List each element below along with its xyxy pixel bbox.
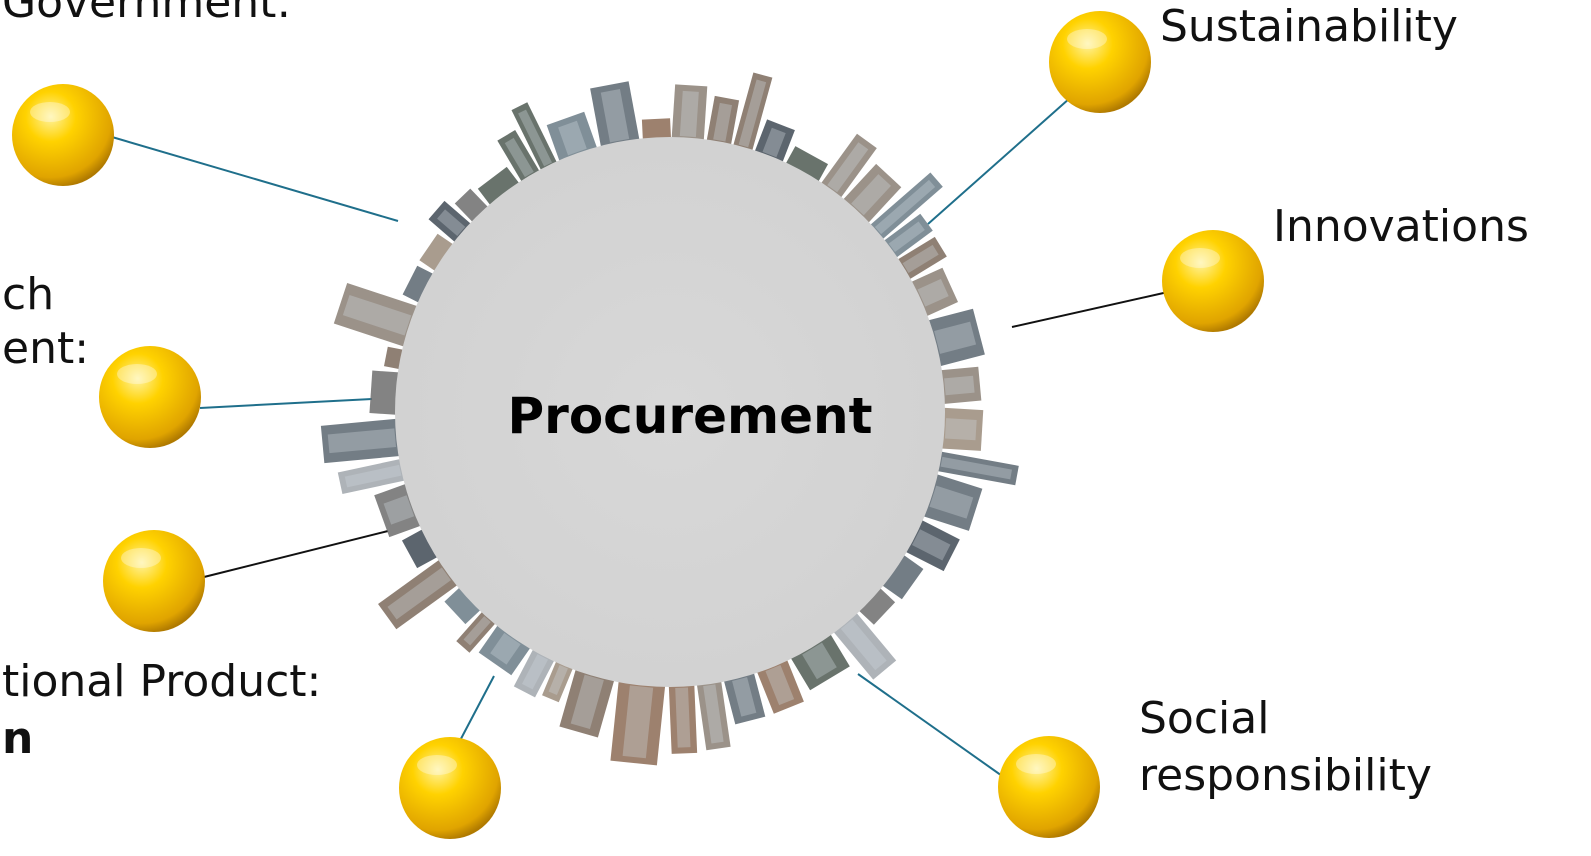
procurement-hub <box>395 137 945 687</box>
sphere-research[interactable] <box>99 346 201 448</box>
skyline-window <box>383 495 415 525</box>
label-national-line2: n <box>2 713 34 764</box>
skyline-window <box>490 632 521 665</box>
label-sustainability: Sustainability <box>1160 1 1458 52</box>
skyline-building <box>477 166 527 215</box>
sphere-innovations[interactable] <box>1162 230 1264 332</box>
sphere-sustainability[interactable] <box>1049 11 1151 113</box>
label-research-line1: ch <box>2 269 55 320</box>
skyline-window <box>387 567 451 620</box>
skyline-window <box>713 102 733 142</box>
hub-title: Procurement <box>507 387 873 445</box>
skyline-window <box>765 665 795 706</box>
skyline-window <box>917 278 949 307</box>
skyline-window <box>902 244 939 274</box>
node-spheres <box>12 11 1264 839</box>
skyline-building <box>925 449 1019 486</box>
skyline-window <box>344 464 402 488</box>
label-innovations: Innovations <box>1273 201 1529 252</box>
skyline-window <box>888 221 925 253</box>
skyline-window <box>675 687 691 748</box>
skyline-window <box>802 642 837 680</box>
label-social-line1: Social <box>1139 693 1270 744</box>
skyline-building <box>320 417 411 464</box>
skyline-window <box>463 616 491 646</box>
skyline-building <box>333 282 428 351</box>
skyline-building <box>378 552 467 630</box>
skyline-window <box>874 179 936 235</box>
sphere-government[interactable] <box>12 84 114 186</box>
skyline-window <box>762 127 786 158</box>
skyline-window <box>504 137 534 178</box>
skyline-window <box>548 665 568 695</box>
skyline-window <box>437 209 466 237</box>
skyline-window <box>521 654 549 690</box>
connector-national-product <box>203 530 389 578</box>
skyline-window <box>827 142 869 193</box>
connector-research <box>199 398 373 409</box>
skyline-window <box>570 674 604 729</box>
skyline-window <box>944 375 975 396</box>
sphere-social[interactable] <box>998 736 1100 838</box>
skyline-building <box>730 72 773 163</box>
skyline-window <box>940 456 1013 480</box>
sphere-national-product[interactable] <box>103 530 205 632</box>
skyline-window <box>851 174 892 216</box>
connector-lines <box>111 97 1169 779</box>
skyline-window <box>342 294 412 336</box>
skyline-window <box>518 109 553 167</box>
label-social-line2: responsibility <box>1139 750 1432 801</box>
skyline-building <box>610 670 667 766</box>
skyline-window <box>738 79 767 148</box>
sphere-bottom[interactable] <box>399 737 501 839</box>
skyline-window <box>558 120 587 156</box>
skyline-building <box>511 102 563 181</box>
skyline-window <box>732 677 757 717</box>
skyline-window <box>911 529 951 561</box>
label-research-line2: ent: <box>2 323 90 374</box>
skyline-window <box>600 89 630 143</box>
skyline-window <box>327 428 397 454</box>
connector-sustainability <box>927 97 1071 225</box>
connector-innovations <box>1011 291 1169 328</box>
label-national-line1: tional Product: <box>2 656 322 707</box>
skyline-window <box>934 321 977 354</box>
skyline-building <box>695 669 731 751</box>
skyline-window <box>703 684 724 744</box>
skyline-building <box>668 673 698 754</box>
skyline-window <box>929 485 974 519</box>
skyline-window <box>944 418 977 441</box>
skyline-building <box>590 81 642 158</box>
label-government: Government: <box>2 0 292 28</box>
skyline-building <box>337 456 417 495</box>
skyline-building <box>861 172 943 247</box>
connector-government <box>111 136 399 222</box>
skyline-building <box>670 84 708 152</box>
skyline-window <box>840 619 887 671</box>
skyline-window <box>679 90 699 138</box>
skyline-window <box>622 685 654 759</box>
connector-social <box>857 673 1006 779</box>
